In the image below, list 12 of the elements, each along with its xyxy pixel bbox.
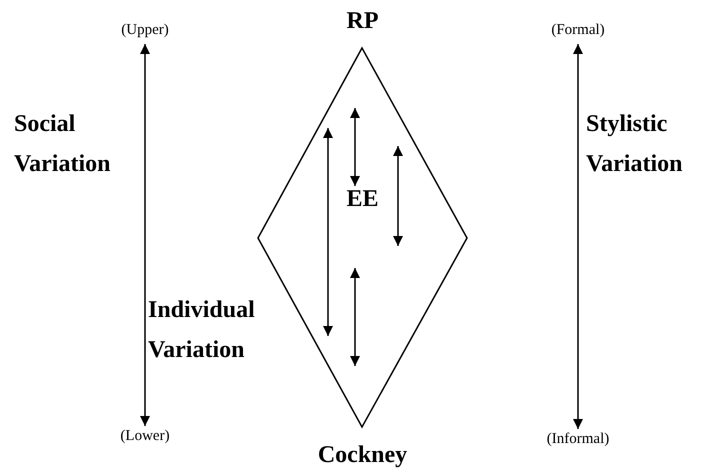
top-label: RP [346,8,378,35]
double-arrow [140,44,150,426]
double-arrow [573,44,583,429]
axis-label: Individual Variation [148,296,256,365]
bottom-label: Cockney [318,442,408,469]
axis-label: Social Variation [14,110,112,179]
end-label: (Lower) [110,428,180,448]
end-label: (Upper) [110,22,180,42]
end-label: (Formal) [538,22,618,42]
end-label: (Informal) [533,431,623,451]
center-label: EE [346,186,378,213]
axis-label: Stylistic Variation [586,110,684,179]
